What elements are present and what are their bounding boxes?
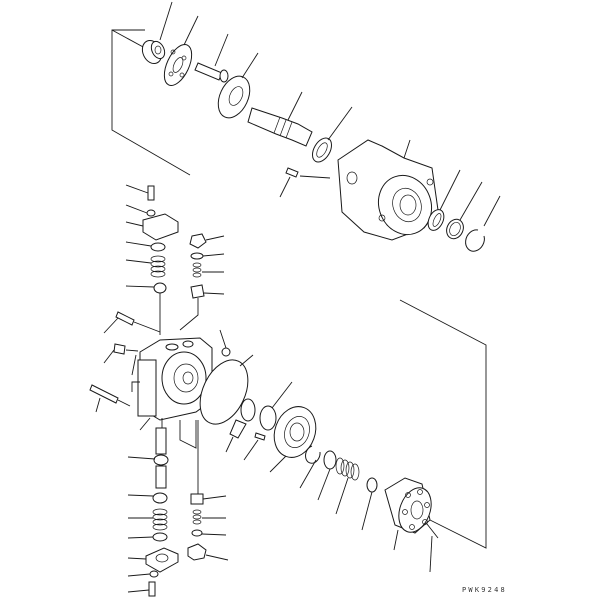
top-group-bracket	[111, 29, 191, 176]
cylinder-block-part	[384, 477, 439, 573]
snap-ring-part	[465, 195, 501, 252]
bearing-part	[141, 1, 173, 65]
thrust-washer-part	[217, 52, 259, 119]
retainer-plate-part	[163, 15, 199, 86]
shaft-part	[247, 91, 313, 147]
bearing-part-2	[312, 106, 353, 163]
pump-case-part	[337, 139, 439, 241]
pin-part	[194, 33, 229, 83]
rotating-group-parts	[225, 381, 378, 531]
side-fasteners	[89, 311, 231, 413]
drawing-code-label: PWK9248	[462, 586, 507, 594]
dowel-pin-part	[279, 167, 331, 198]
lower-valve-parts	[127, 418, 229, 597]
end-cap-body-part	[131, 337, 213, 431]
right-group-bracket	[399, 299, 487, 549]
large-o-ring-part	[199, 354, 254, 425]
spacer-ring-part	[446, 181, 483, 240]
bearing-part-3	[427, 169, 461, 231]
upper-valve-parts	[125, 184, 225, 335]
